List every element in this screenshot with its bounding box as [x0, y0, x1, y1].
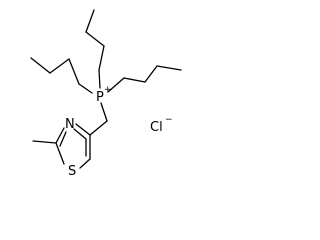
bond	[55, 127, 65, 144]
phosphonium-charge: +	[104, 85, 112, 95]
bond	[156, 65, 182, 71]
bond	[68, 58, 80, 85]
bond	[123, 77, 146, 83]
bond	[73, 128, 87, 140]
bond	[49, 58, 70, 74]
butyl-chain-3	[107, 65, 182, 93]
sulfur-atom: S	[68, 164, 76, 179]
butyl-chain-2	[85, 9, 105, 89]
bond	[85, 31, 105, 47]
bond	[79, 158, 91, 169]
bond	[144, 65, 158, 83]
methylene-linker	[89, 102, 108, 136]
bond	[89, 120, 108, 136]
bond	[30, 57, 51, 74]
bond	[98, 69, 101, 89]
bond	[55, 142, 65, 165]
thiazole-ring	[32, 123, 91, 169]
butyl-chain-1	[30, 57, 93, 94]
chloride-atom: Cl	[150, 120, 163, 135]
nitrogen-atom: N	[65, 117, 75, 132]
bond	[75, 123, 91, 136]
bond	[59, 131, 67, 147]
bond	[107, 77, 125, 93]
bond	[98, 45, 105, 71]
bond	[85, 9, 95, 33]
phosphorus-atom: P	[96, 90, 104, 105]
bond	[32, 140, 57, 144]
structure-diagram: P + N S Cl −	[30, 9, 182, 179]
bond	[78, 83, 93, 94]
bond	[100, 102, 108, 122]
chloride-charge: −	[165, 115, 173, 125]
